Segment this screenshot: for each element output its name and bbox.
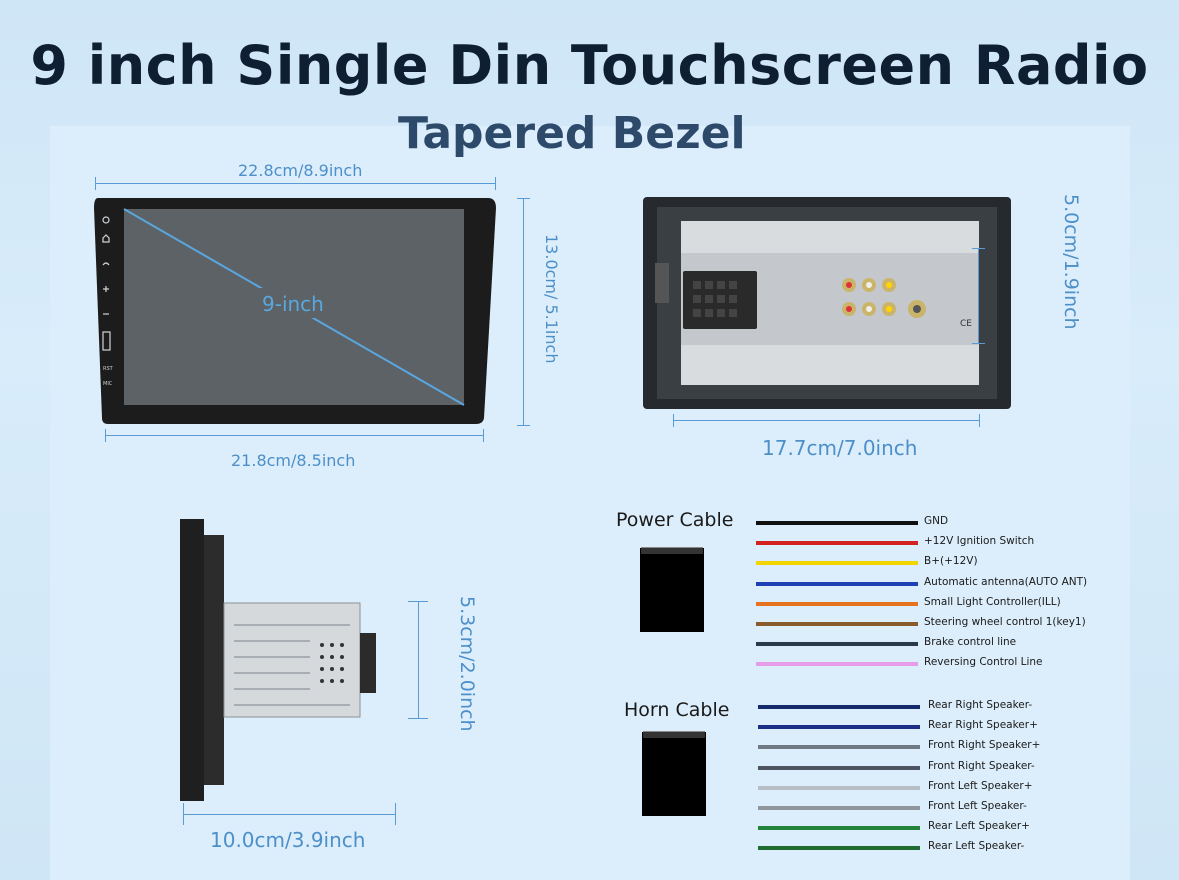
wire-line <box>758 725 920 730</box>
dim-tick <box>979 414 980 427</box>
front-width-top-label: 22.8cm/8.9inch <box>238 161 363 180</box>
dim-tick <box>483 429 484 442</box>
side-view-radio <box>180 519 376 801</box>
power-cable-plug-edge <box>641 547 703 554</box>
back-icon <box>102 262 110 266</box>
ce-mark: CE <box>960 319 972 329</box>
wire-line <box>758 826 920 831</box>
back-width-line <box>674 420 980 421</box>
dim-tick <box>972 248 985 249</box>
side-height-line <box>418 601 419 719</box>
side-connector <box>360 633 376 693</box>
wire-label: Automatic antenna(AUTO ANT) <box>924 575 1088 588</box>
front-height-label: 13.0cm/ 5.1inch <box>542 234 561 364</box>
wire-label: Front Left Speaker+ <box>928 779 1033 792</box>
antenna-port <box>655 263 669 303</box>
wire-line <box>756 662 918 667</box>
dim-tick <box>517 425 530 426</box>
wire-label: Front Right Speaker+ <box>928 739 1041 752</box>
wire-label: +12V Ignition Switch <box>924 535 1035 548</box>
dim-tick <box>183 803 184 825</box>
wire-line <box>758 846 920 851</box>
page-subtitle: Tapered Bezel <box>398 108 746 159</box>
wire-line <box>756 541 918 546</box>
volume-up-icon <box>103 286 109 292</box>
power-cable-title: Power Cable <box>616 509 734 531</box>
horn-cable-plug <box>642 732 706 816</box>
home-icon <box>102 234 110 243</box>
dim-tick <box>95 177 96 190</box>
dim-tick <box>517 198 530 199</box>
back-height-line <box>978 248 979 344</box>
wire-line <box>756 521 918 525</box>
mic-label: MIC <box>103 381 113 387</box>
wire-line <box>758 745 920 750</box>
wire-line <box>756 622 918 626</box>
wire-line <box>758 765 920 770</box>
dim-tick <box>408 718 428 719</box>
wire-line <box>756 561 918 566</box>
rca-connectors <box>842 278 926 318</box>
dim-tick <box>408 601 428 602</box>
back-width-label: 17.7cm/7.0inch <box>762 436 918 460</box>
diagonal-label: 9-inch <box>262 292 324 316</box>
wire-label: Reversing Control Line <box>924 656 1043 669</box>
usb-port-icon <box>102 331 111 351</box>
wire-label: Front Left Speaker- <box>928 800 1027 812</box>
wire-line <box>758 785 920 790</box>
side-height-label: 5.3cm/2.0inch <box>456 596 478 732</box>
diagonal-label-bg <box>252 288 332 318</box>
wire-line <box>756 581 918 586</box>
wire-line <box>758 806 920 810</box>
power-cable-plug <box>640 548 704 632</box>
front-width-bottom-label: 21.8cm/8.5inch <box>231 451 356 470</box>
side-width-line <box>184 814 396 815</box>
rst-label: RST <box>103 366 113 372</box>
dim-tick <box>105 429 106 442</box>
side-chassis <box>223 602 361 718</box>
wire-label: Rear Right Speaker- <box>928 699 1033 711</box>
wire-label: Rear Left Speaker- <box>928 840 1025 853</box>
wire-line <box>756 642 918 647</box>
dim-tick <box>395 803 396 825</box>
dim-tick <box>673 414 674 427</box>
horn-cable-plug-edge <box>643 731 705 738</box>
front-height-line <box>523 198 524 426</box>
wire-line <box>758 705 920 709</box>
wire-label: Steering wheel control 1(key1) <box>924 616 1086 628</box>
side-bezel-back <box>204 535 224 785</box>
wire-label: Front Right Speaker- <box>928 759 1035 772</box>
wire-line <box>756 601 918 606</box>
side-bezel <box>180 519 204 801</box>
side-width-label: 10.0cm/3.9inch <box>210 828 366 852</box>
front-view-radio <box>94 198 496 424</box>
back-height-label: 5.0cm/1.9inch <box>1060 194 1082 330</box>
wire-label: Small Light Controller(ILL) <box>924 595 1061 608</box>
wire-label: Rear Right Speaker+ <box>928 719 1038 732</box>
dim-tick <box>495 177 496 190</box>
back-view-radio <box>643 197 1011 409</box>
front-width-bottom-line <box>106 435 484 436</box>
wire-label: Brake control line <box>924 636 1017 649</box>
power-icon <box>102 216 110 224</box>
wire-label: GND <box>924 515 949 527</box>
horn-cable-title: Horn Cable <box>624 699 730 721</box>
page-title: 9 inch Single Din Touchscreen Radio <box>30 34 1149 97</box>
front-width-top-line <box>96 183 496 184</box>
dim-tick <box>972 343 985 344</box>
wire-label: B+(+12V) <box>924 555 978 568</box>
wire-label: Rear Left Speaker+ <box>928 820 1030 833</box>
